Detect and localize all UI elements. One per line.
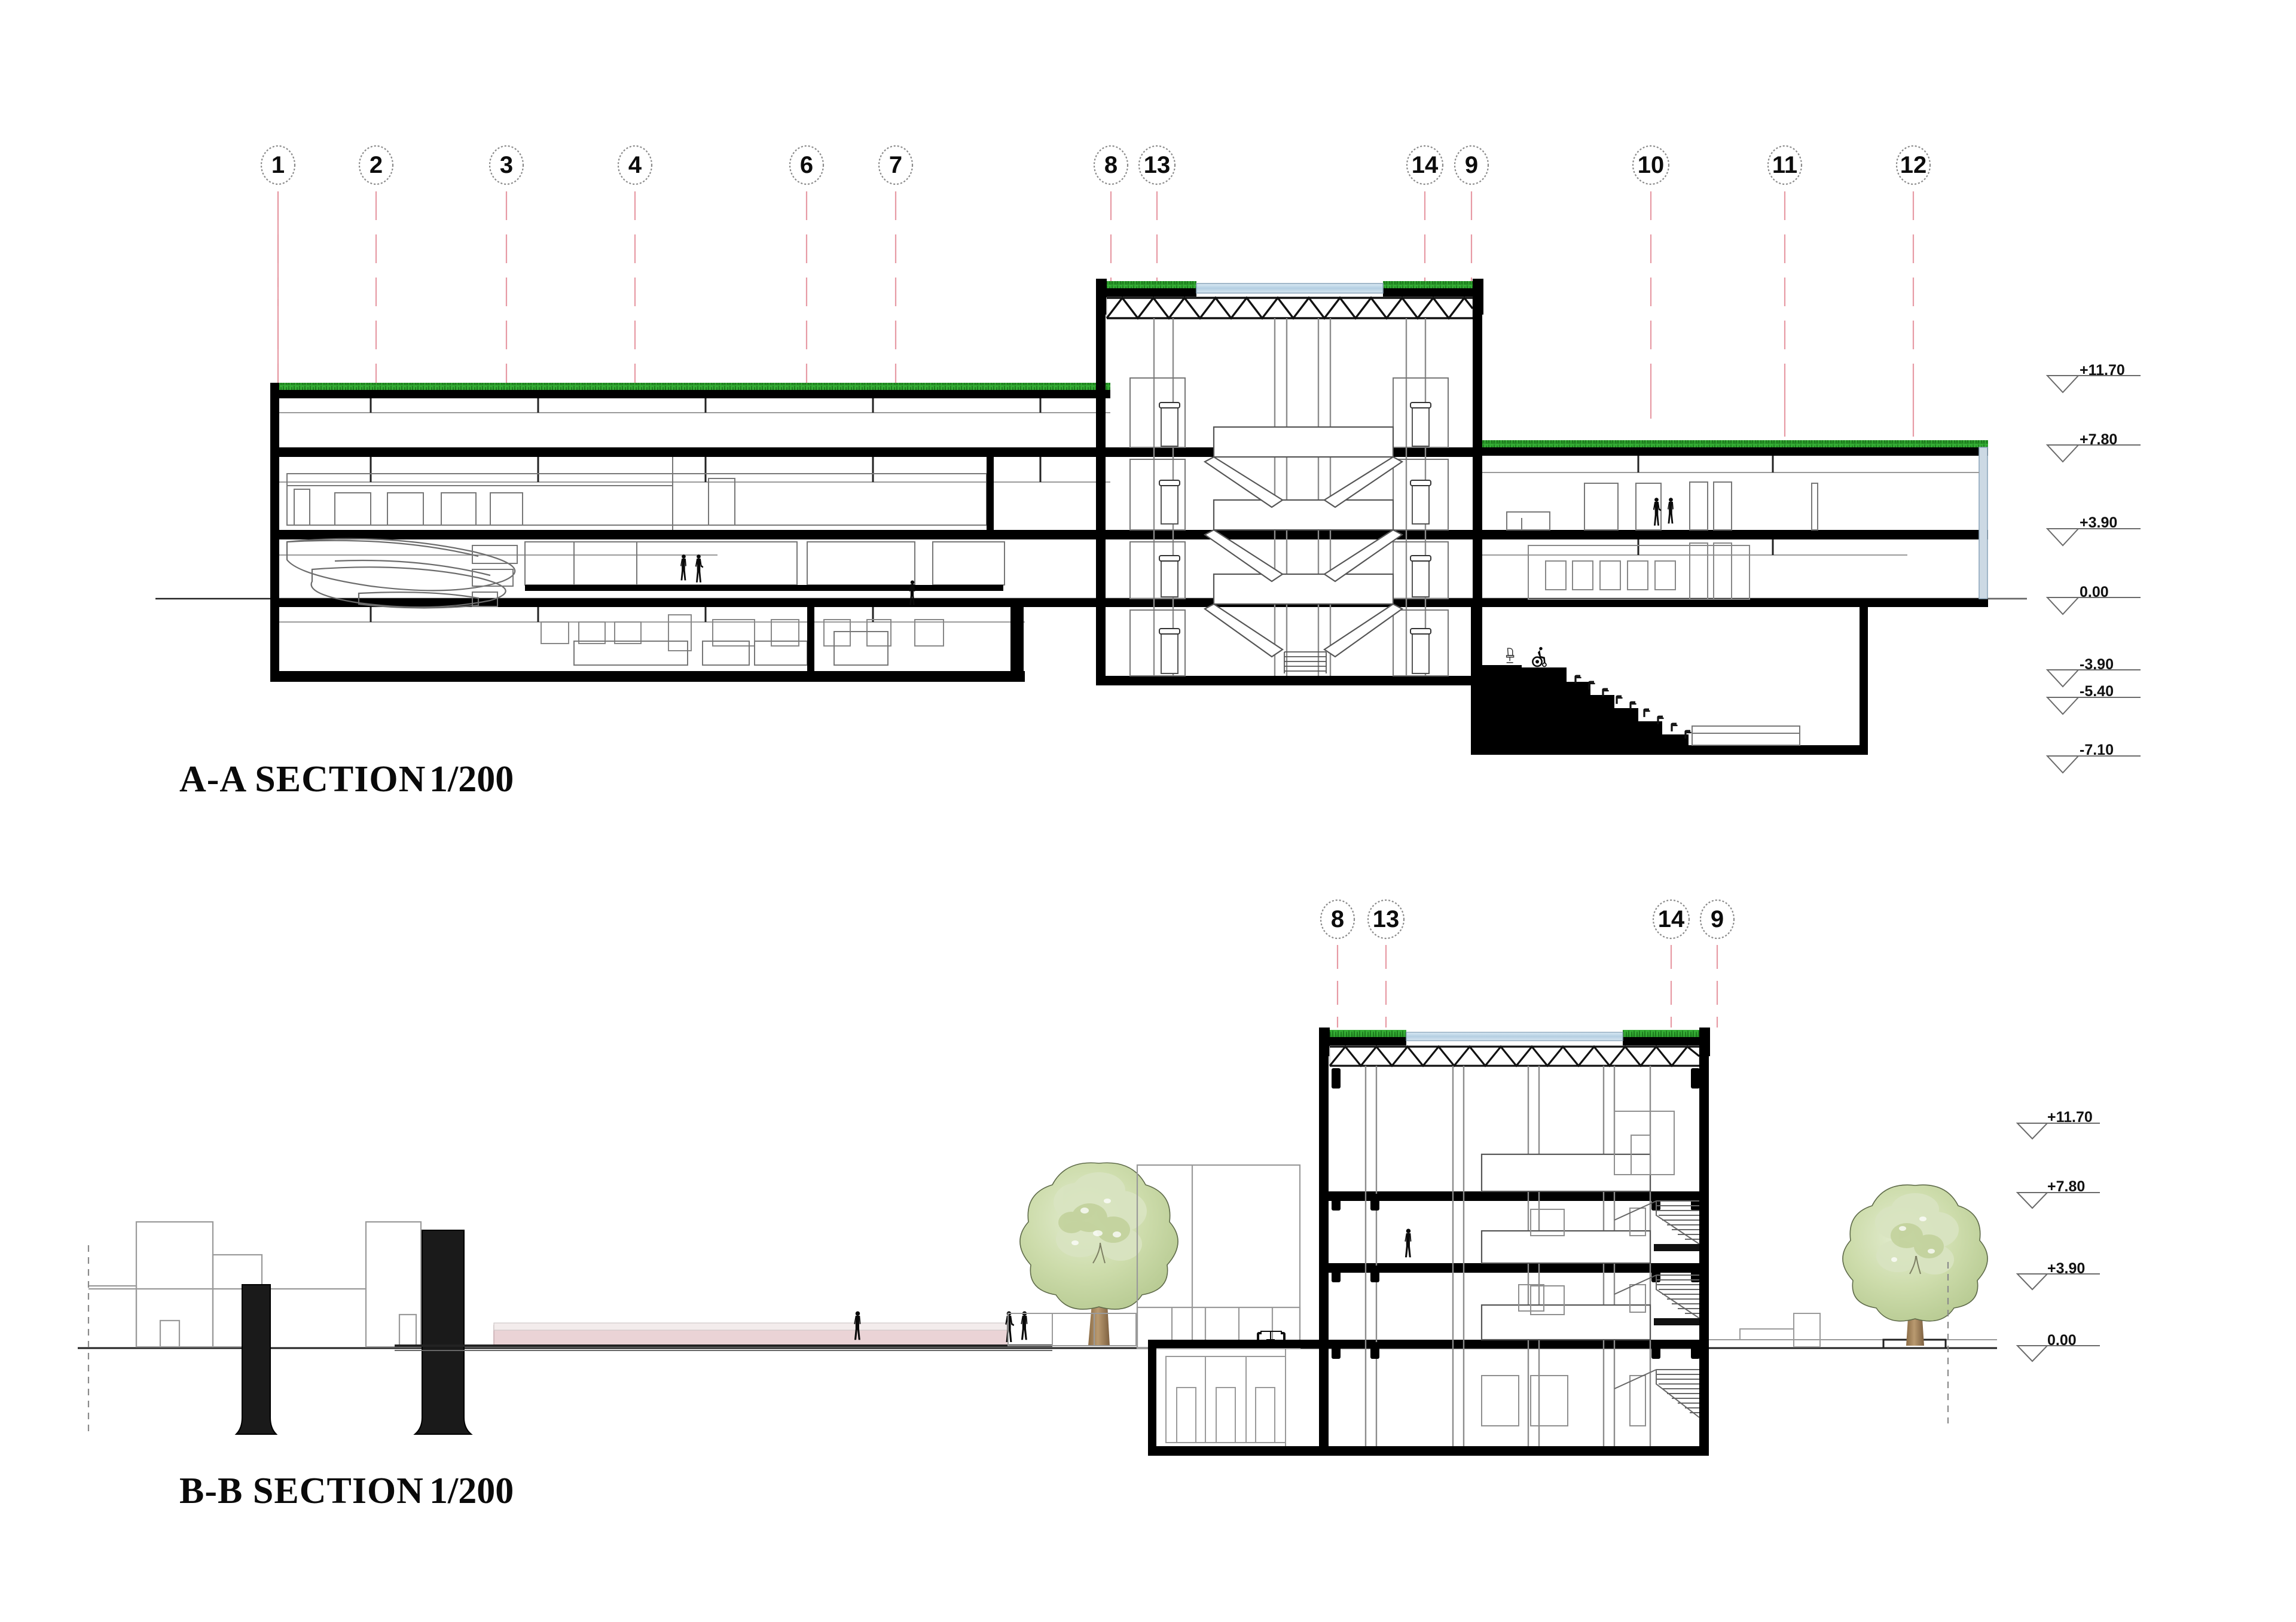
grid-bubble-1: 1 bbox=[271, 152, 285, 178]
grid-bubble-7: 7 bbox=[889, 152, 903, 178]
grid-leader-lines-bb bbox=[1336, 945, 1718, 1028]
grid-bubble-6: 6 bbox=[799, 152, 814, 178]
level-marker-p7-80: +7.80 bbox=[2047, 1178, 2086, 1195]
atrium-stair-treads bbox=[1284, 651, 1327, 673]
figure-person bbox=[695, 554, 704, 583]
second-floor-partitions bbox=[286, 457, 987, 530]
office-chair bbox=[1506, 648, 1515, 663]
level-marker-p11-70: +11.70 bbox=[2080, 362, 2125, 379]
curtain-wall-right bbox=[1979, 447, 1988, 599]
green-roof-left bbox=[270, 383, 1110, 390]
level-marker--3-90: -3.90 bbox=[2080, 656, 2114, 673]
right-paving-bb bbox=[1709, 1313, 1997, 1347]
ceiling-hangers bbox=[370, 398, 1042, 622]
ground-floor-furniture bbox=[524, 541, 1005, 586]
internal-wall-2f bbox=[987, 457, 994, 530]
level-marker-0-00: 0.00 bbox=[2080, 584, 2109, 600]
figure-person bbox=[1405, 1228, 1412, 1258]
escalator-ramps bbox=[1203, 456, 1404, 658]
core-wall-right-bb bbox=[1699, 1028, 1709, 1456]
section-aa-drawing bbox=[155, 145, 2141, 774]
interior-partitions-bb bbox=[1481, 1111, 1675, 1426]
green-roof-right bbox=[1482, 440, 1988, 447]
roof-space-truss bbox=[1106, 296, 1474, 320]
elevator-shafts bbox=[1129, 377, 1449, 676]
skylight-glazing bbox=[1196, 283, 1384, 294]
grid-bubble-11: 11 bbox=[1772, 152, 1798, 178]
window-openings-row bbox=[541, 614, 944, 651]
grid-bubble-13: 13 bbox=[1143, 152, 1171, 178]
grid-bubble-3: 3 bbox=[499, 152, 514, 178]
level-marker--7-10: -7.10 bbox=[2080, 742, 2114, 758]
level-marker--5-40: -5.40 bbox=[2080, 683, 2114, 700]
tree-right bbox=[1842, 1184, 1988, 1349]
atrium-bridges-bb bbox=[1480, 1153, 1651, 1341]
figure-person bbox=[680, 554, 686, 581]
basement-partitions bbox=[573, 631, 889, 666]
section-bb-title: B-B SECTION bbox=[179, 1471, 424, 1511]
grid-bubble-9: 9 bbox=[1710, 906, 1724, 932]
section-bb-drawing bbox=[78, 899, 2100, 1456]
roof-space-truss-bb bbox=[1329, 1045, 1700, 1068]
pylon-right bbox=[413, 1230, 473, 1435]
column-caps bbox=[1332, 1068, 1700, 1359]
core-wall-right bbox=[1473, 279, 1482, 685]
figure-person bbox=[1021, 1311, 1028, 1340]
grid-bubble-14: 14 bbox=[1411, 152, 1439, 178]
stairs-bb bbox=[1614, 1200, 1700, 1418]
grid-bubble-4: 4 bbox=[628, 152, 642, 178]
core-wall-left bbox=[1096, 279, 1106, 685]
skylight-glazing-bb bbox=[1406, 1032, 1623, 1041]
grid-bubble-14: 14 bbox=[1657, 906, 1685, 932]
section-bb-scale: 1/200 bbox=[429, 1471, 514, 1511]
level-marker-p3-90: +3.90 bbox=[2047, 1260, 2086, 1277]
plaza-edge-detail bbox=[1007, 1313, 1137, 1346]
level-markers-aa bbox=[2045, 375, 2141, 774]
grid-leader-lines-aa bbox=[277, 191, 1915, 437]
cafe-table-set bbox=[1256, 1331, 1286, 1340]
grid-bubble-12: 12 bbox=[1900, 152, 1927, 178]
section-aa-title: A-A SECTION bbox=[179, 759, 426, 800]
figure-wheelchair-user bbox=[1532, 646, 1547, 667]
grid-bubble-8: 8 bbox=[1104, 152, 1118, 178]
figure-person bbox=[1667, 498, 1674, 524]
grid-bubble-2: 2 bbox=[369, 152, 383, 178]
grid-bubble-8: 8 bbox=[1330, 906, 1345, 932]
grid-bubble-10: 10 bbox=[1637, 152, 1665, 178]
grid-bubbles-aa bbox=[260, 145, 1931, 185]
level-marker-p11-70: +11.70 bbox=[2047, 1109, 2093, 1126]
grid-bubble-9: 9 bbox=[1464, 152, 1479, 178]
curved-ramp-forms bbox=[286, 538, 516, 609]
level-marker-0-00: 0.00 bbox=[2047, 1332, 2077, 1349]
grid-bubbles-bb bbox=[1320, 899, 1735, 940]
auditorium-raked-floor bbox=[1471, 667, 1689, 745]
core-wall-left-bb bbox=[1319, 1028, 1329, 1456]
level-marker-p3-90: +3.90 bbox=[2080, 514, 2118, 531]
figure-person bbox=[1653, 498, 1662, 526]
level-markers-bb bbox=[2016, 1123, 2100, 1362]
core-structure-lines bbox=[1153, 318, 1427, 676]
right-wing-partitions bbox=[1506, 481, 1818, 530]
tree-left bbox=[1019, 1162, 1178, 1346]
atrium-escalators bbox=[1213, 426, 1394, 605]
section-aa-scale: 1/200 bbox=[429, 759, 514, 800]
exterior-wall-left bbox=[270, 383, 279, 682]
pylon-left bbox=[234, 1284, 278, 1435]
grid-bubble-13: 13 bbox=[1372, 906, 1400, 932]
level-marker-p7-80: +7.80 bbox=[2080, 431, 2118, 448]
right-wing-counter bbox=[1528, 542, 1750, 600]
